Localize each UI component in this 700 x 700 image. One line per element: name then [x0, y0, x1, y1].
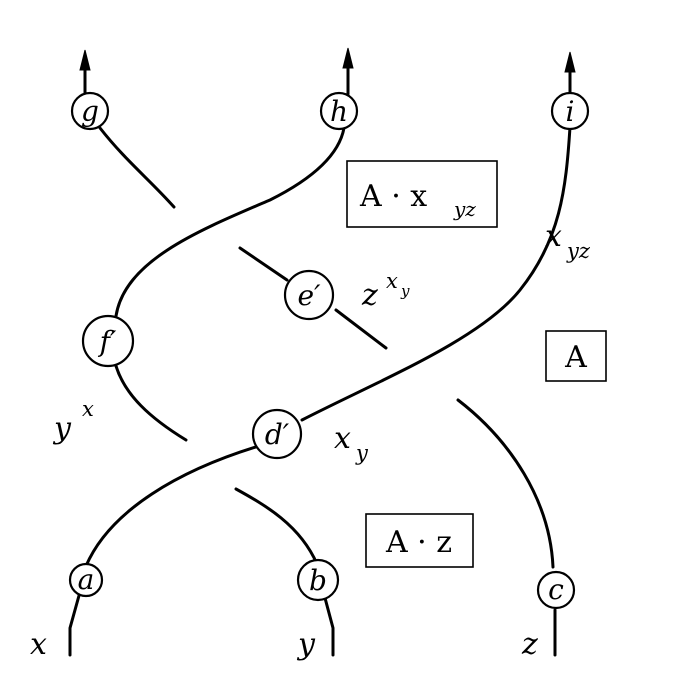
strand-f-to-h: [114, 126, 346, 318]
box-mid: A: [564, 340, 587, 375]
node-a-label: a: [78, 563, 95, 596]
node-g: g: [70, 91, 110, 131]
label-y-sup-exp: x: [82, 397, 94, 421]
strand-a-to-d: [84, 444, 261, 568]
label-x-sub-sub: y: [355, 441, 369, 465]
label-x-sub-base: x: [334, 421, 351, 456]
box-top-sub: yz: [453, 197, 476, 221]
label-z-sup-exp-sub: y: [400, 282, 410, 300]
node-d-label: d′: [265, 418, 290, 451]
node-e-prime: e′: [283, 269, 335, 321]
node-c: c: [536, 570, 576, 610]
node-c-label: c: [548, 573, 564, 606]
label-z-sup-exp-base: x: [386, 269, 398, 293]
node-f-label: f′: [98, 325, 117, 358]
box-bot: A · z: [385, 525, 452, 560]
strand-e-lower-segment: [334, 308, 388, 350]
node-d-prime: d′: [251, 408, 303, 460]
node-f-prime: f′: [81, 314, 135, 368]
arrow-up-icon: [342, 47, 354, 96]
arrow-up-icon: [79, 49, 91, 96]
node-a: a: [68, 562, 104, 598]
box-a-z: A · z: [365, 513, 474, 568]
label-z-sup-xy: z x y: [361, 269, 410, 313]
label-x-base: x: [30, 627, 47, 662]
node-h-label: h: [330, 95, 348, 128]
strand-y-bottom: [323, 596, 335, 657]
label-x-sub-yz: x yz: [545, 219, 591, 263]
strand-d-to-i: [300, 125, 572, 422]
label-xyz-base: x: [545, 219, 562, 254]
strand-c-upper-segment: [456, 398, 555, 569]
box-top-main: A · x: [359, 179, 427, 214]
node-i-label: i: [566, 95, 575, 128]
node-h: h: [319, 91, 359, 131]
node-e-label: e′: [298, 279, 322, 312]
node-i: i: [550, 91, 590, 131]
label-x-sub-y: x y: [334, 421, 369, 465]
node-b: b: [296, 558, 340, 602]
node-b-label: b: [309, 564, 327, 597]
box-a: A: [545, 330, 607, 382]
strand-f-lower-segment: [114, 364, 188, 442]
label-y-sup-base: y: [52, 411, 72, 446]
strand-e-upper-segment: [238, 246, 289, 282]
label-y-sup-x: y x: [52, 397, 94, 446]
label-z-base: z: [521, 627, 538, 662]
strand-x-bottom: [68, 590, 82, 657]
label-xyz-sub: yz: [566, 239, 591, 263]
box-a-xyz: A · x yz: [346, 160, 498, 228]
strand-g-lower-segment: [98, 126, 176, 209]
strand-b-upper-segment: [234, 487, 319, 566]
arrow-up-icon: [564, 51, 576, 96]
label-y-base: y: [296, 627, 316, 662]
node-g-label: g: [81, 95, 99, 128]
label-z-sup-base: z: [361, 278, 378, 313]
